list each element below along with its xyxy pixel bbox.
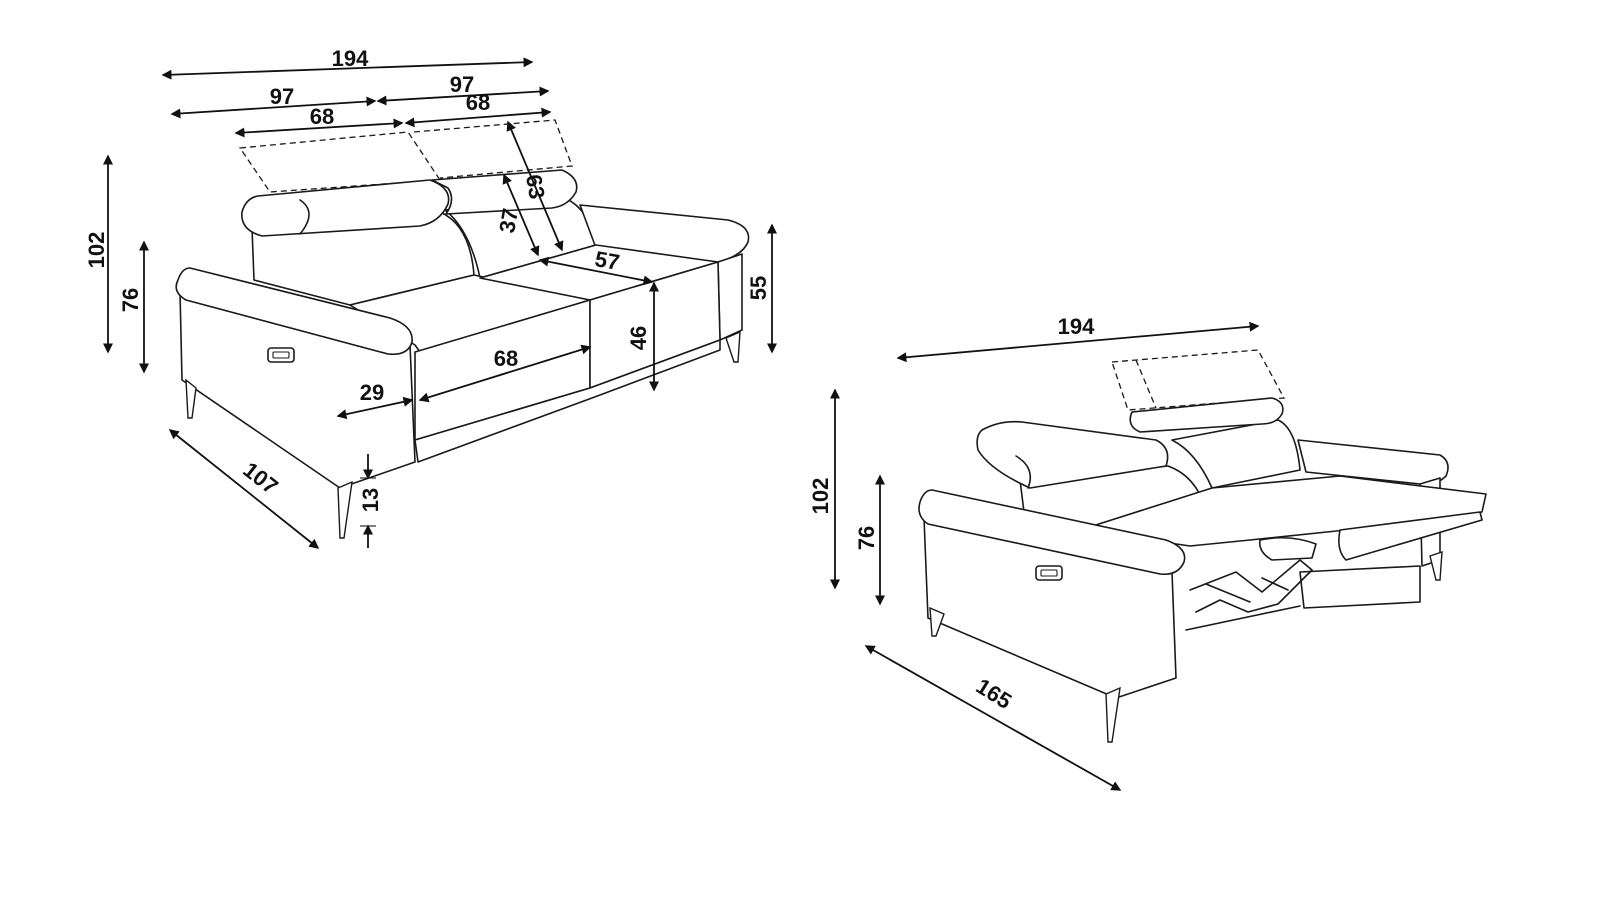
dim-backrest-height: 37 xyxy=(494,206,523,234)
recliner-headrest-right xyxy=(1129,397,1284,433)
recliner-base xyxy=(1299,565,1421,609)
dim-seat-height: 46 xyxy=(626,326,651,350)
recliner-headrest-left xyxy=(976,420,1169,489)
recl-dim-extended-depth: 165 xyxy=(972,673,1016,714)
recliner-seat xyxy=(1079,475,1487,547)
dim-headrest-adjust: 63 xyxy=(521,172,550,200)
recl-dim-back-height: 76 xyxy=(854,526,879,550)
reclined-sofa xyxy=(918,349,1487,743)
recliner-back-right xyxy=(1171,419,1301,489)
recliner-button-icon xyxy=(267,347,295,363)
dim-headrest-left: 68 xyxy=(310,104,334,129)
dim-arm-width: 29 xyxy=(360,380,384,405)
recliner-button-icon-2 xyxy=(1035,565,1063,581)
dim-seat-width: 68 xyxy=(494,346,518,371)
dim-seat-width-right: 97 xyxy=(450,72,474,97)
dim-leg-height: 13 xyxy=(358,488,383,512)
dim-total-width: 194 xyxy=(332,46,369,71)
leg-back-left xyxy=(185,378,197,419)
recliner-mechanism xyxy=(1189,559,1313,613)
dim-back-height: 76 xyxy=(118,288,143,312)
recliner-leg-back-left xyxy=(929,606,945,637)
dim-seat-depth: 57 xyxy=(593,246,621,275)
recl-dim-total-height: 102 xyxy=(808,478,833,515)
dim-total-depth: 107 xyxy=(238,457,282,499)
recliner-leg-front-left xyxy=(1105,686,1121,743)
raised-headrest-right-outline xyxy=(413,119,573,179)
leg-front-left xyxy=(337,480,353,539)
dim-headrest-right: 68 xyxy=(466,90,490,115)
recliner-footrest xyxy=(1338,511,1483,561)
raised-headrest-outline xyxy=(1111,349,1286,411)
dim-total-height: 102 xyxy=(84,232,109,269)
dim-seat-width-left: 97 xyxy=(270,84,294,109)
headrest-left xyxy=(241,179,450,237)
recliner-leg-right xyxy=(1429,551,1443,581)
leg-front-right xyxy=(725,330,741,363)
recl-dim-total-width: 194 xyxy=(1058,314,1095,339)
dim-arm-height: 55 xyxy=(746,276,771,300)
armrest-right-side xyxy=(717,253,743,341)
recliner-footrest-left xyxy=(1258,536,1317,561)
